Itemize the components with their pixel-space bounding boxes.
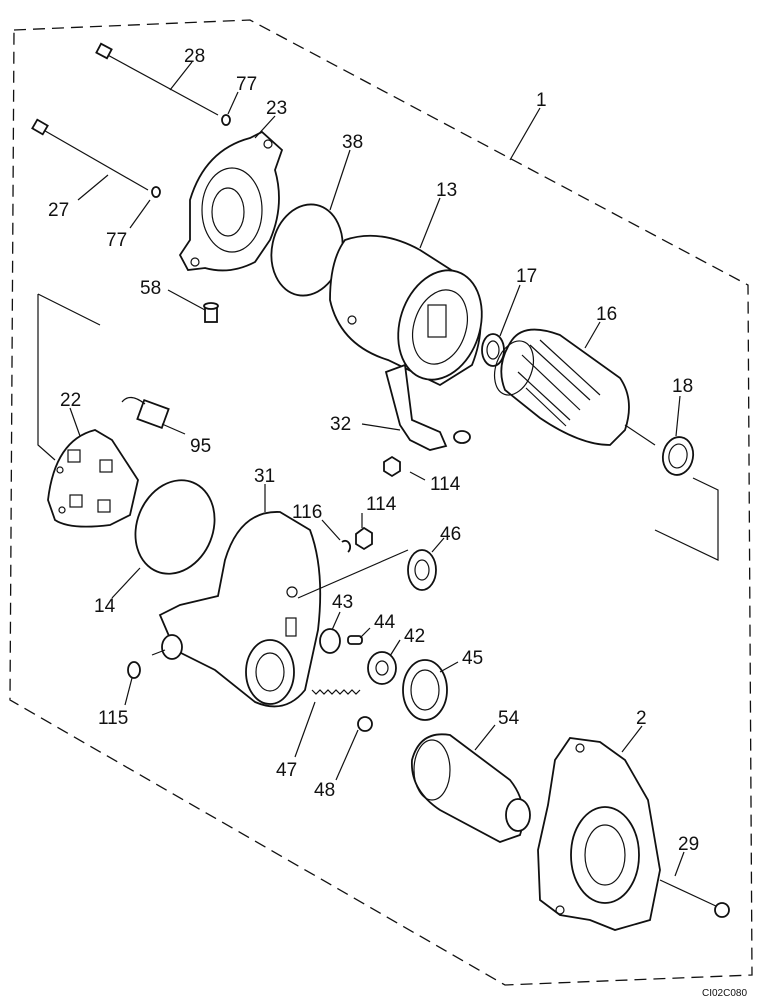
part-45-gear: [402, 659, 448, 721]
part-17-bearing: [481, 333, 505, 367]
part-114-nut: [383, 455, 401, 478]
callout-18: 18: [672, 376, 693, 397]
callout-31: 31: [254, 466, 275, 487]
callout-44: 44: [374, 612, 396, 633]
part-29-bolt: [659, 879, 730, 918]
callout-38: 38: [342, 132, 363, 153]
callout-46: 46: [440, 524, 461, 545]
callout-1: 1: [536, 90, 547, 111]
part-95-brush: [121, 396, 170, 429]
callout-114: 114: [366, 494, 397, 515]
callout-2: 2: [636, 708, 647, 729]
callout-54: 54: [498, 708, 520, 729]
callout-22: 22: [60, 390, 81, 411]
callout-77: 77: [106, 230, 127, 251]
part-116-clip: [341, 539, 352, 553]
part-47-spring: [311, 689, 361, 695]
callout-47: 47: [276, 760, 297, 781]
part-13-yoke: [329, 234, 483, 387]
callout-115: 115: [98, 708, 128, 729]
part-2-front-housing: [537, 737, 661, 931]
part-48-ball: [357, 716, 373, 732]
callout-14: 14: [94, 596, 116, 617]
callout-32: 32: [330, 414, 351, 435]
callout-29: 29: [678, 834, 699, 855]
part-44-pin: [347, 635, 363, 645]
callout-16: 16: [596, 304, 617, 325]
part-31-housing: [158, 511, 322, 708]
part-42-carrier: [367, 651, 397, 685]
callout-28: 28: [184, 46, 205, 67]
callout-77: 77: [236, 74, 257, 95]
part-58-bolt: [203, 302, 219, 323]
callout-116: 116: [292, 502, 322, 523]
callout-13: 13: [436, 180, 457, 201]
part-23-rear-cover: [178, 130, 284, 272]
part-54-pinion-clutch: [411, 733, 531, 843]
part-18-bearing: [661, 436, 695, 476]
part-46-gear: [407, 549, 437, 591]
callout-45: 45: [462, 648, 483, 669]
part-43-washer: [319, 628, 341, 654]
part-77-washer: [221, 114, 231, 126]
callout-48: 48: [314, 780, 335, 801]
callout-95: 95: [190, 436, 211, 457]
housing-terminal: [151, 634, 183, 660]
callout-42: 42: [404, 626, 425, 647]
drawing-code: CI02C080: [702, 988, 747, 999]
part-16-armature: [493, 328, 656, 446]
callout-17: 17: [516, 266, 537, 287]
callout-27: 27: [48, 200, 69, 221]
callout-114: 114: [430, 474, 461, 495]
callout-labels: 1 28 77 23 38 13 27 77 17 58 16 18 22 32…: [48, 46, 699, 855]
leader-lines: [37, 61, 719, 877]
part-32-lever: [384, 363, 471, 451]
callout-58: 58: [140, 278, 161, 299]
part-114-nut: [355, 526, 373, 551]
callout-43: 43: [332, 592, 353, 613]
part-27-through-bolt: [31, 118, 149, 191]
part-77-washer: [151, 186, 161, 198]
part-115-washer: [127, 661, 141, 679]
callout-23: 23: [266, 98, 287, 119]
assembly-boundary: [9, 19, 753, 986]
part-28-through-bolt: [95, 42, 219, 116]
part-14-o-ring: [134, 479, 216, 575]
part-22-brush-holder: [47, 429, 139, 528]
